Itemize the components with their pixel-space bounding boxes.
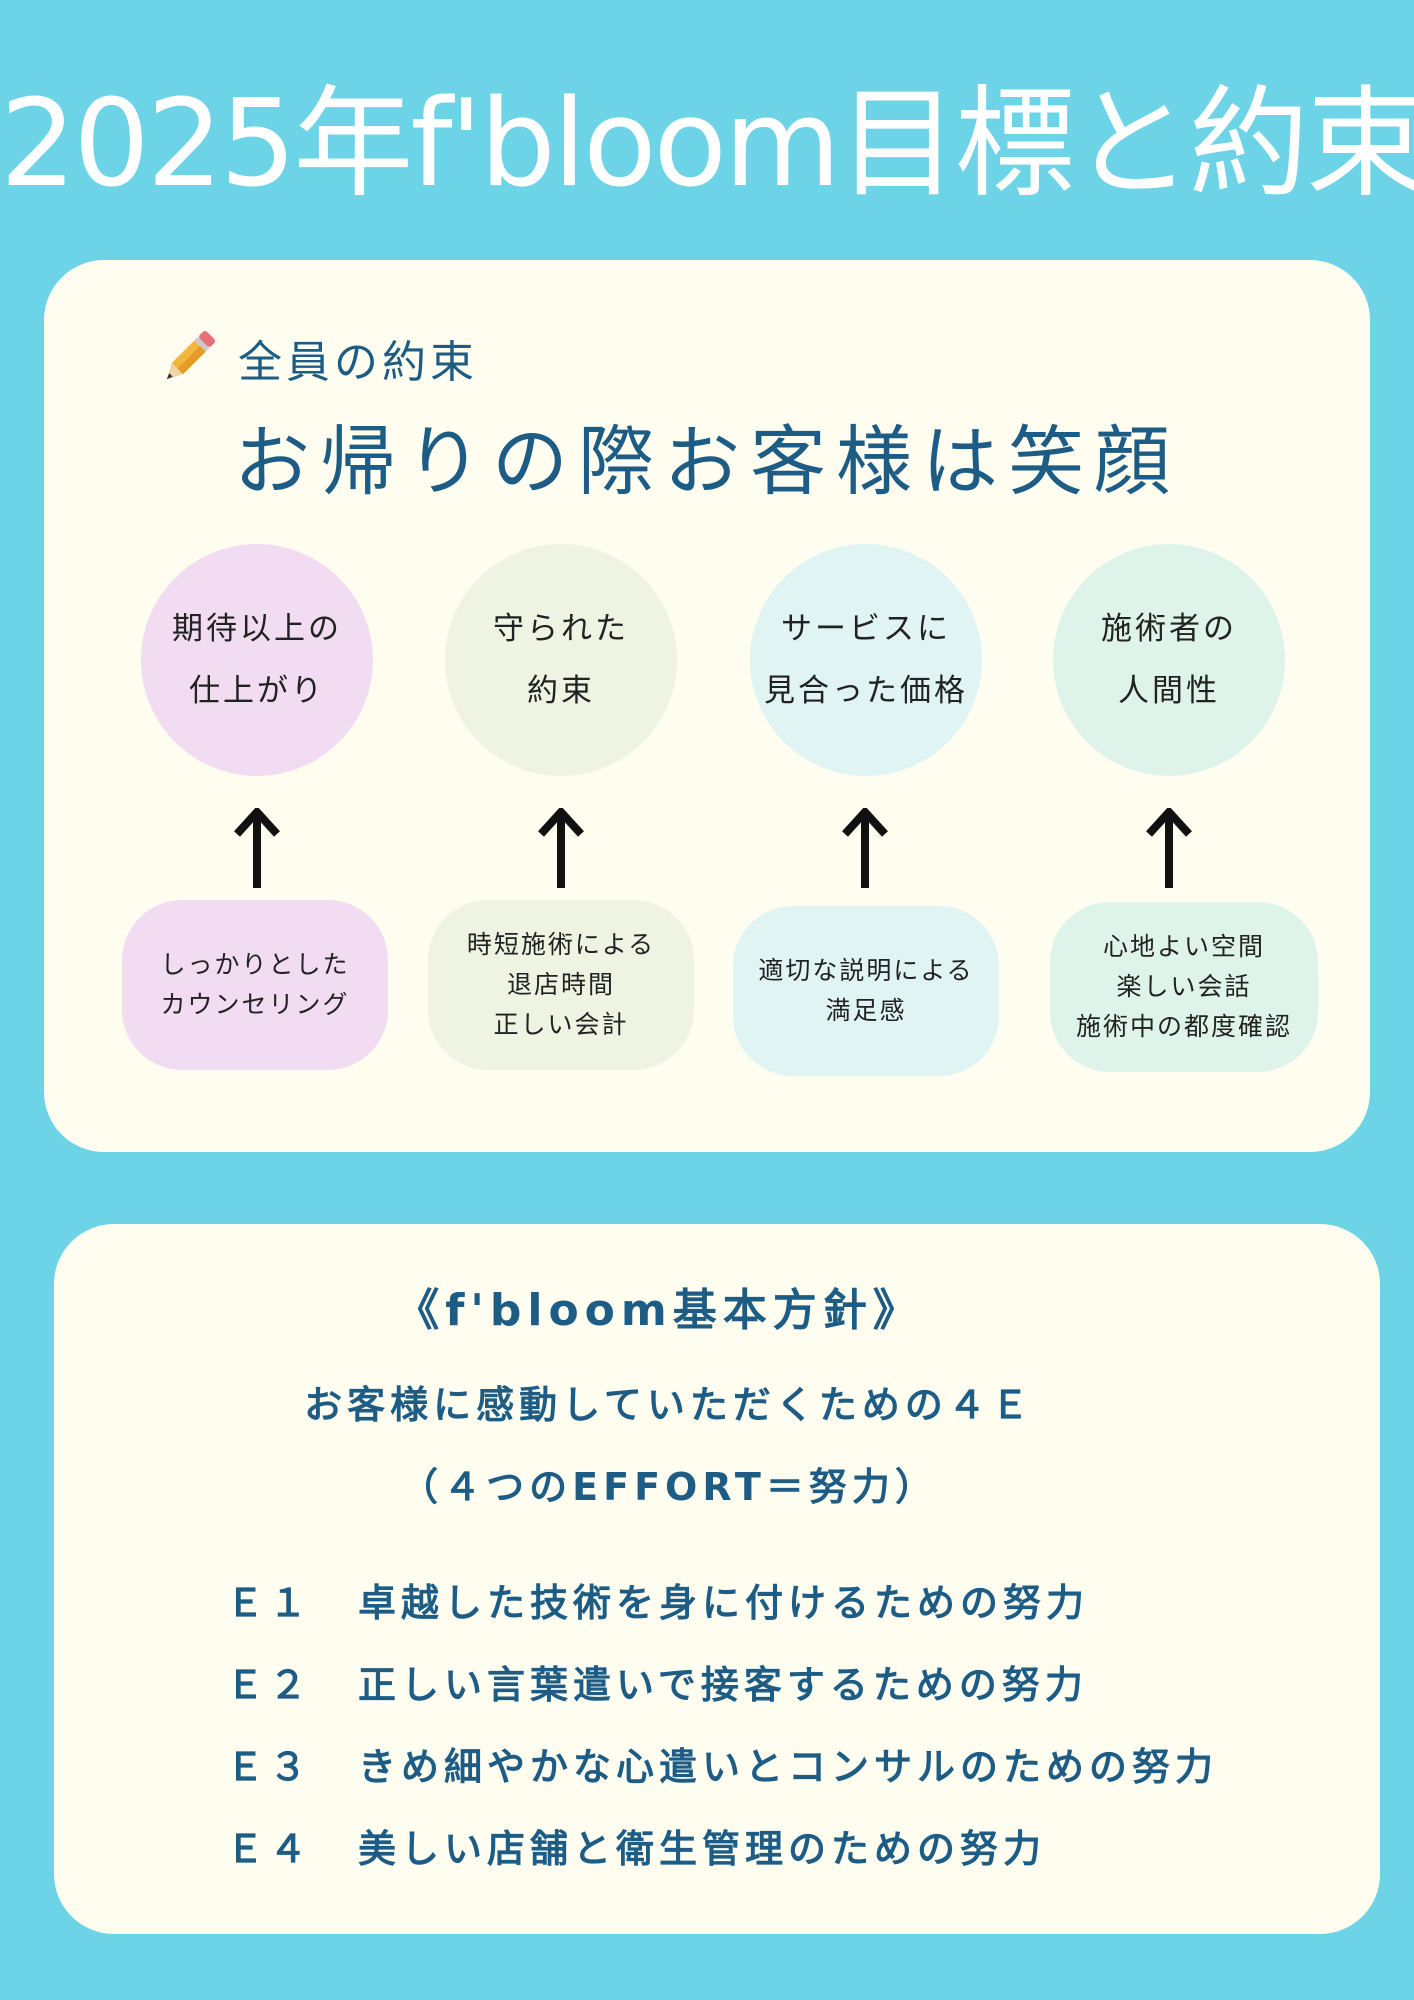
up-arrow-icon bbox=[234, 808, 280, 888]
action-text-line: 施術中の都度確認 bbox=[1075, 1012, 1292, 1041]
goal-circle: サービスに 見合った価格 bbox=[750, 544, 982, 776]
action-pill: しっかりとした カウンセリング bbox=[122, 900, 388, 1070]
effort-text: きめ細やかな心遣いとコンサルのための努力 bbox=[358, 1745, 1219, 1789]
effort-item: Ｅ２ 正しい言葉遣いで接客するための努力 bbox=[226, 1654, 1088, 1709]
action-text-line: 満足感 bbox=[825, 996, 907, 1025]
effort-item: Ｅ３ きめ細やかな心遣いとコンサルのための努力 bbox=[226, 1736, 1218, 1791]
policy-subtitle: お客様に感動していただくための４Ｅ bbox=[304, 1383, 1034, 1427]
policy-subtitle-note: （４つのEFFORT＝努力） bbox=[400, 1465, 938, 1509]
policy-card: 《f'bloom基本方針》 お客様に感動していただくための４Ｅ （４つのEFFO… bbox=[54, 1224, 1380, 1934]
action-text-line: 時短施術による bbox=[466, 930, 656, 959]
goal-circle: 守られた 約束 bbox=[445, 544, 677, 776]
action-text-line: しっかりとした bbox=[160, 950, 350, 979]
effort-item: Ｅ４ 美しい店舗と衛生管理のための努力 bbox=[226, 1818, 1046, 1873]
goal-text-line: 約束 bbox=[527, 673, 595, 709]
up-arrow-icon bbox=[538, 808, 584, 888]
goal-text-line: 施術者の bbox=[1101, 611, 1237, 647]
goal-text-line: 見合った価格 bbox=[764, 673, 968, 709]
goal-circle: 期待以上の 仕上がり bbox=[141, 544, 373, 776]
action-pill: 心地よい空間 楽しい会話 施術中の都度確認 bbox=[1050, 902, 1318, 1072]
effort-code: Ｅ１ bbox=[226, 1581, 313, 1625]
effort-text: 正しい言葉遣いで接客するための努力 bbox=[358, 1663, 1088, 1707]
action-text-line: 適切な説明による bbox=[758, 956, 974, 985]
goal-circle: 施術者の 人間性 bbox=[1053, 544, 1285, 776]
effort-item: Ｅ１ 卓越した技術を身に付けるための努力 bbox=[226, 1572, 1089, 1627]
effort-code: Ｅ２ bbox=[226, 1663, 313, 1707]
goal-text-line: 守られた bbox=[493, 611, 629, 647]
goal-text-line: 仕上がり bbox=[189, 673, 325, 709]
promise-card: 全員の約束 お帰りの際お客様は笑顔 期待以上の 仕上がり 守られた 約束 サービ… bbox=[44, 260, 1370, 1152]
action-text-line: 心地よい空間 bbox=[1102, 932, 1265, 961]
effort-text: 美しい店舗と衛生管理のための努力 bbox=[358, 1827, 1047, 1871]
effort-code: Ｅ４ bbox=[226, 1827, 313, 1871]
goal-text-line: 期待以上の bbox=[172, 611, 342, 647]
section-header: 全員の約束 bbox=[160, 328, 478, 388]
action-text-line: 退店時間 bbox=[506, 970, 615, 999]
action-text-line: 楽しい会話 bbox=[1116, 972, 1252, 1001]
effort-code: Ｅ３ bbox=[226, 1745, 313, 1789]
action-text-line: 正しい会計 bbox=[493, 1010, 629, 1039]
page-title: 2025年f'bloom目標と約束 bbox=[0, 75, 1414, 214]
section-label: 全員の約束 bbox=[238, 337, 478, 388]
policy-title: 《f'bloom基本方針》 bbox=[395, 1285, 923, 1336]
pencil-icon bbox=[166, 330, 216, 380]
goal-text-line: サービスに bbox=[781, 611, 951, 647]
goal-text-line: 人間性 bbox=[1118, 673, 1220, 709]
up-arrow-icon bbox=[1146, 808, 1192, 888]
action-pill: 適切な説明による 満足感 bbox=[733, 906, 999, 1076]
action-pill: 時短施術による 退店時間 正しい会計 bbox=[428, 900, 694, 1070]
promise-headline: お帰りの際お客様は笑顔 bbox=[234, 417, 1180, 506]
effort-text: 卓越した技術を身に付けるための努力 bbox=[358, 1581, 1090, 1625]
up-arrow-icon bbox=[842, 808, 888, 888]
action-text-line: カウンセリング bbox=[160, 990, 350, 1019]
